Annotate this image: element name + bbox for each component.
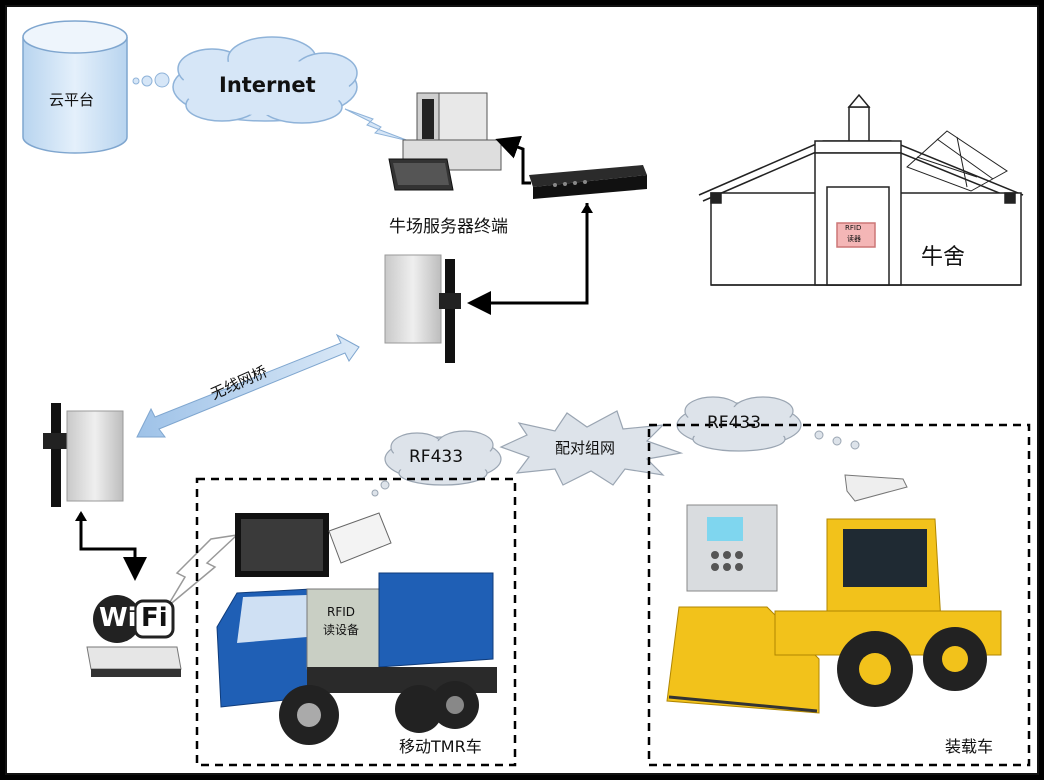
rfid-reader-label: RFID bbox=[327, 605, 356, 619]
rf433-right-label: RF433 bbox=[707, 413, 762, 433]
diagram-frame: 云平台 Internet 牛场服务器终端 牛舍 RFID 读器 无线网桥 RF4… bbox=[5, 5, 1039, 775]
network-diagram bbox=[22, 20, 1031, 767]
cloud-platform-label: 云平台 bbox=[49, 91, 95, 109]
rfid-reader-label-2: 读设备 bbox=[323, 623, 360, 637]
switch-computer-link bbox=[495, 135, 531, 185]
barn-rfid-label: RFID bbox=[845, 224, 862, 232]
wifi-link-bolt bbox=[166, 533, 240, 608]
network-switch bbox=[529, 165, 647, 199]
switch-bridge-link bbox=[467, 203, 589, 315]
tmr-vehicle-box bbox=[195, 477, 517, 767]
internet-label: Internet bbox=[219, 73, 316, 97]
server-computer bbox=[388, 92, 502, 191]
barn-rfid-label-2: 读器 bbox=[847, 235, 861, 243]
barn bbox=[698, 93, 1024, 286]
barn-label: 牛舍 bbox=[921, 245, 966, 270]
wireless-bridge-arrow bbox=[136, 333, 360, 438]
rf433-left-label: RF433 bbox=[409, 447, 464, 467]
loader-vehicle bbox=[666, 474, 1002, 714]
bridge-wifi-link bbox=[79, 513, 147, 581]
wifi-fi-label: Fi bbox=[141, 603, 168, 633]
tmr-vehicle-label: 移动TMR车 bbox=[399, 737, 482, 756]
wireless-link-bolt bbox=[344, 108, 410, 142]
bridge-antenna-upper bbox=[384, 254, 461, 363]
loader-box bbox=[647, 423, 1031, 767]
server-terminal-label: 牛场服务器终端 bbox=[389, 217, 508, 237]
tmr-truck bbox=[216, 512, 497, 745]
connector-dots bbox=[132, 72, 170, 88]
wifi-router bbox=[86, 595, 182, 677]
bridge-antenna-lower bbox=[43, 403, 124, 507]
cloud-platform-database bbox=[22, 20, 128, 154]
pairing-network-label: 配对组网 bbox=[555, 439, 616, 457]
loader-label: 装载车 bbox=[945, 737, 994, 756]
wifi-wi-label: Wi bbox=[99, 603, 137, 633]
pairing-network-burst bbox=[499, 410, 684, 486]
